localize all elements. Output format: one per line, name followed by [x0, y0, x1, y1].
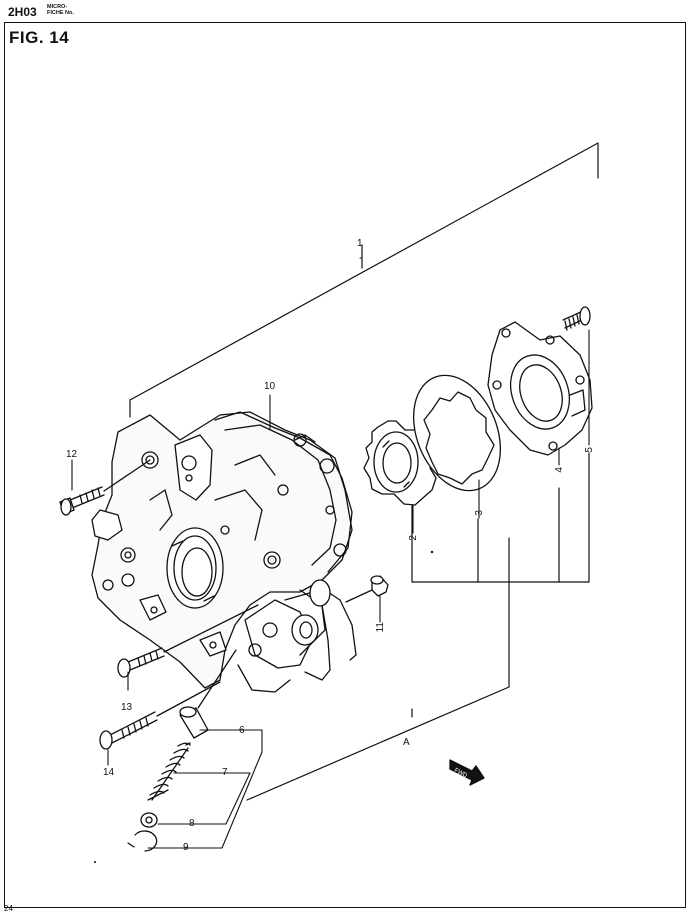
callout-12: 12 — [66, 449, 78, 460]
leader-lines-6-9 — [147, 729, 263, 849]
spring-retainer — [140, 812, 158, 828]
callout-6: 6 — [239, 725, 245, 736]
circlip — [127, 830, 158, 852]
fwd-arrow-icon: FWD — [449, 759, 485, 786]
callout-4: 4 — [554, 467, 565, 473]
reference-dot — [430, 550, 434, 554]
bolt-13 — [117, 604, 259, 678]
microfiche-label-line1: MICRO- — [47, 4, 68, 10]
callout-9: 9 — [183, 842, 189, 853]
microfiche-label: MICRO- FICHE No. — [47, 4, 74, 16]
oil-pump-case — [91, 411, 357, 693]
callout-11: 11 — [375, 622, 386, 633]
callout-2: 2 — [408, 535, 419, 541]
leader-lines-callouts — [71, 257, 590, 766]
callout-14: 14 — [103, 767, 115, 778]
callout-a: A — [403, 737, 410, 748]
callout-13: 13 — [121, 702, 133, 713]
outer-rotor — [412, 374, 502, 492]
callout-10: 10 — [264, 381, 276, 392]
callout-3: 3 — [474, 510, 485, 516]
page-number: 24 — [4, 904, 13, 913]
cover-screw — [562, 306, 591, 331]
figure-frame — [4, 22, 686, 908]
microfiche-label-line2: FICHE No. — [47, 10, 74, 16]
callout-7: 7 — [222, 767, 228, 778]
fwd-label: FWD — [453, 768, 468, 780]
callout-8: 8 — [189, 818, 195, 829]
bolt-14 — [99, 681, 221, 750]
reference-dot-2 — [94, 861, 96, 863]
bolt-12 — [59, 459, 151, 516]
callout-5: 5 — [584, 447, 595, 453]
dowel-pin-11 — [345, 575, 389, 603]
relief-valve-spring — [147, 742, 191, 801]
figure-title: FIG. 14 — [9, 28, 70, 47]
assembly-bracket-lines — [129, 142, 599, 801]
pump-cover-plate — [487, 321, 593, 456]
microfiche-code: 2H03 — [8, 5, 37, 19]
callout-1: 1 — [357, 238, 363, 249]
